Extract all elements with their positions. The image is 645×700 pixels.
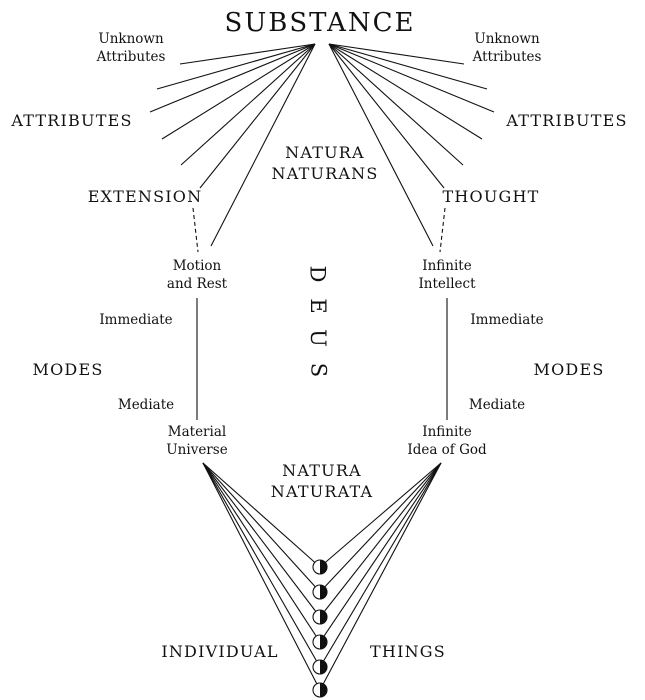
mediate-right-label: Mediate (468, 397, 526, 413)
modes-right-label: MODES (533, 360, 605, 379)
infinite-intellect-label: Infinite Intellect (418, 258, 476, 292)
individual-label: INDIVIDUAL (161, 642, 279, 661)
attributes-right-label: ATTRIBUTES (506, 111, 628, 130)
immediate-left-label: Immediate (99, 312, 173, 328)
half-filled-circle-icon (312, 609, 328, 625)
things-label: THINGS (370, 642, 446, 661)
half-filled-circle-icon (312, 682, 328, 698)
unknown-attributes-left-label: Unknown Attributes (96, 31, 166, 65)
half-filled-circle-icon (312, 659, 328, 675)
mediate-left-label: Mediate (117, 397, 175, 413)
natura-naturans-label: NATURA NATURANS (271, 143, 379, 184)
thought-label: THOUGHT (442, 187, 540, 206)
individual-thing-icons (312, 559, 328, 698)
half-filled-circle-icon (312, 559, 328, 575)
immediate-right-label: Immediate (470, 312, 544, 328)
half-filled-circle-icon (312, 584, 328, 600)
natura-naturata-label: NATURA NATURATA (270, 461, 374, 502)
material-universe-label: Material Universe (166, 424, 228, 458)
substance-label: SUBSTANCE (224, 8, 416, 38)
modes-left-label: MODES (32, 360, 104, 379)
motion-and-rest-label: Motion and Rest (166, 258, 228, 292)
attributes-left-label: ATTRIBUTES (11, 111, 133, 130)
half-filled-circle-icon (312, 634, 328, 650)
deus-label: D E U S (305, 265, 330, 378)
infinite-idea-of-god-label: Infinite Idea of God (407, 424, 487, 458)
unknown-attributes-right-label: Unknown Attributes (472, 31, 542, 65)
extension-label: EXTENSION (87, 187, 203, 206)
